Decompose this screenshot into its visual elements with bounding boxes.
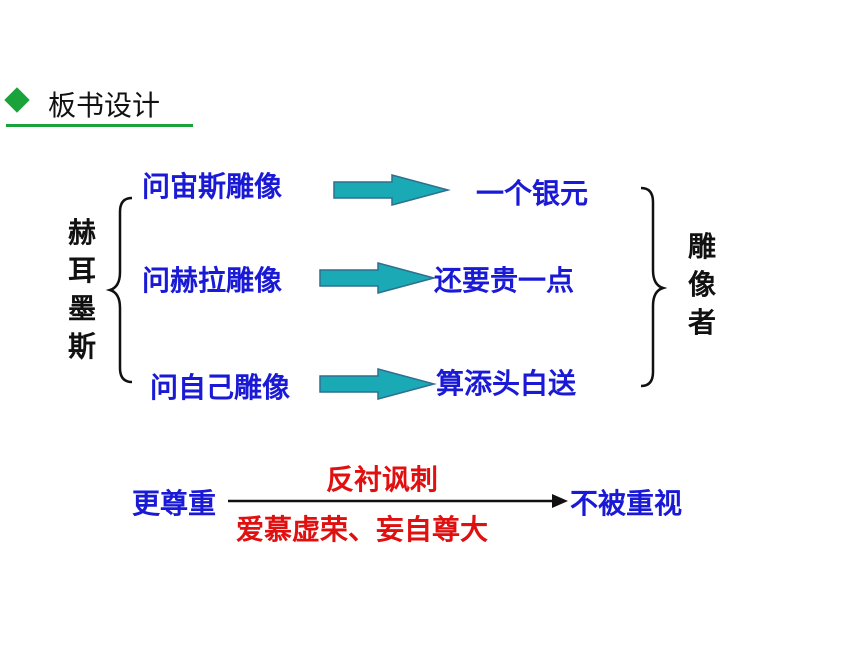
arrow-row-1 [333,174,451,206]
row-2-question: 问赫拉雕像 [142,264,283,297]
left-label-char: 斯 [67,330,96,363]
right-label: 雕 像 者 [684,228,720,342]
arrow-row-3 [319,368,437,400]
left-label-char: 赫 [67,216,96,249]
row-3-answer: 算添头白送 [436,367,577,400]
bottom-arrow-head [552,494,568,508]
page-title: 板书设计 [48,89,161,122]
row-2-answer: 还要贵一点 [434,264,575,297]
right-label-char: 雕 [687,230,716,263]
left-label: 赫 耳 墨 斯 [64,214,100,366]
left-brace [105,196,133,384]
title-underline [6,124,193,127]
right-brace [640,186,668,388]
left-label-char: 耳 [67,254,96,287]
bottom-to: 不被重视 [570,487,683,520]
right-label-char: 者 [687,306,716,339]
right-label-char: 像 [687,268,716,301]
arrow-row-2 [319,262,437,294]
bottom-from: 更尊重 [132,487,217,520]
left-label-char: 墨 [67,292,96,325]
bottom-below-label: 爱慕虚荣、妄自尊大 [236,513,489,546]
row-3-question: 问自己雕像 [150,371,291,404]
bottom-above-label: 反衬讽刺 [326,463,439,496]
row-1-answer: 一个银元 [476,177,589,210]
row-1-question: 问宙斯雕像 [142,170,283,203]
